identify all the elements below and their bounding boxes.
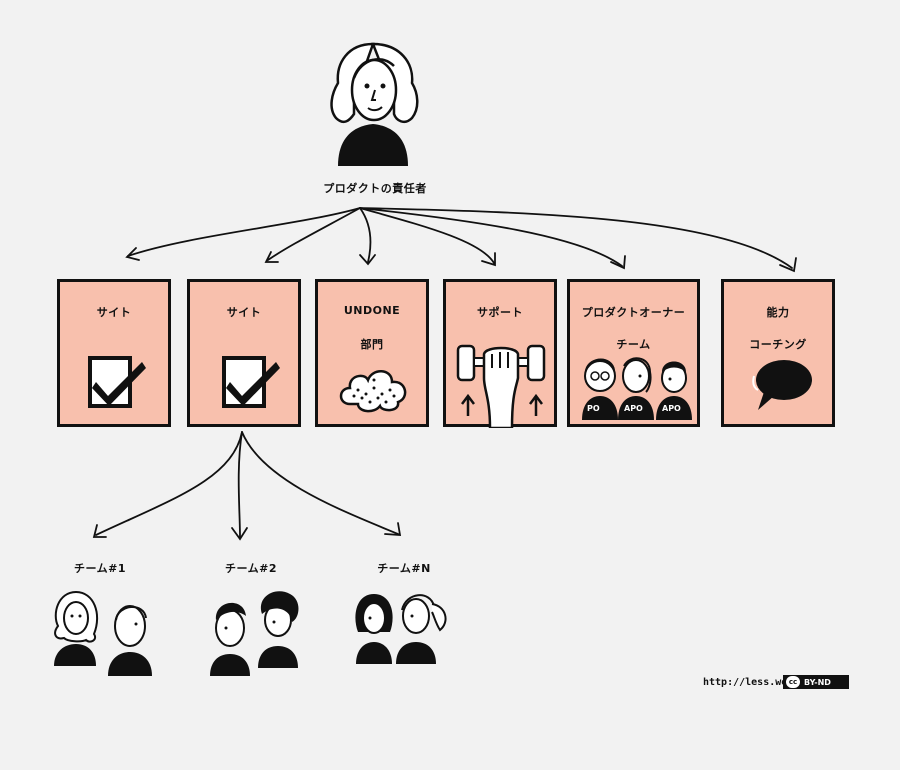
arrow-to-box-6: [359, 207, 793, 269]
checkbox-icon: [222, 356, 280, 408]
cc-icon: cc: [786, 676, 800, 688]
team-2-avatars: [210, 591, 299, 676]
dumbbell-icon: [456, 344, 546, 428]
po-badge: PO: [587, 404, 600, 413]
box-site-2-label: サイト: [226, 306, 262, 319]
box-support: サポート: [443, 279, 557, 428]
arrow-to-box-2-head: [264, 251, 279, 263]
arrow-to-box-6-head: [779, 257, 797, 273]
product-owner-avatar: [330, 42, 419, 166]
apo-badge-1: APO: [624, 404, 643, 413]
apo-badge-2: APO: [662, 404, 681, 413]
box-site-1-label: サイト: [96, 306, 132, 319]
box-site-1: サイト: [57, 279, 171, 427]
box-undone: UNDONE 部門: [315, 279, 429, 427]
arrow-to-team-1: [95, 431, 243, 536]
arrow-to-box-3-head: [359, 254, 376, 266]
box-po-team: プロダクトオーナー チーム PO APO APO: [567, 279, 700, 427]
arrow-to-box-5: [359, 207, 623, 267]
product-owner-label: プロダクトの責任者: [323, 182, 427, 195]
box-undone-sublabel: 部門: [360, 338, 384, 351]
box-coaching-sublabel: コーチング: [749, 338, 807, 351]
box-support-label: サポート: [477, 306, 523, 319]
license-badge: cc BY-ND: [783, 675, 849, 689]
arrow-to-box-5-head: [610, 255, 626, 270]
team-1-label: チーム#1: [73, 562, 127, 575]
box-po-team-label: プロダクトオーナー: [581, 306, 686, 319]
arrow-to-team-2-head: [231, 527, 248, 541]
team-n-label: チーム#N: [377, 562, 431, 575]
arrow-to-team-1-head: [92, 524, 107, 538]
box-site-2: サイト: [187, 279, 301, 427]
box-capability-label: 能力: [766, 306, 790, 319]
arrow-to-box-3: [359, 207, 372, 263]
checkbox-icon: [88, 356, 146, 408]
box-po-team-sublabel: チーム: [616, 338, 651, 351]
arrow-to-team-n-head: [384, 522, 402, 536]
arrow-to-team-2: [237, 431, 243, 538]
license-text: BY-ND: [804, 677, 831, 687]
box-capability-coaching: 能力 コーチング: [721, 279, 835, 427]
arrow-to-box-4-head: [481, 252, 496, 267]
cloud-icon: [339, 370, 407, 413]
speech-bubble-icon: [752, 360, 812, 410]
box-undone-label: UNDONE: [343, 304, 401, 317]
footer-url[interactable]: http://less.works: [703, 677, 806, 688]
team-1-avatars: [54, 590, 152, 676]
arrow-to-box-1-head: [125, 247, 140, 261]
team-n-avatars: [355, 594, 447, 664]
arrow-to-box-4: [359, 207, 495, 264]
apo-team-icon: [582, 357, 692, 420]
arrow-to-team-n: [241, 431, 399, 535]
arrow-to-box-2: [267, 207, 361, 261]
team-2-label: チーム#2: [224, 562, 278, 575]
arrow-to-box-1: [127, 207, 361, 257]
